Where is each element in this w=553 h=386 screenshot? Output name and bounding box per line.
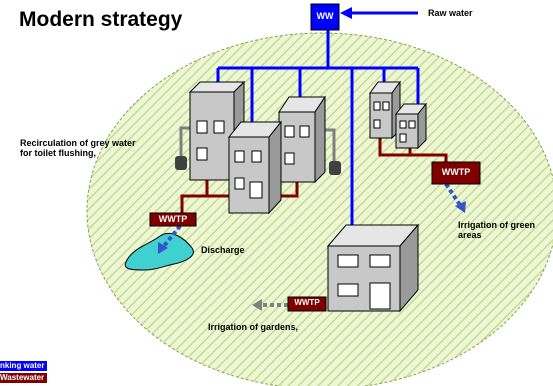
ww-box-label: WW — [316, 11, 334, 21]
recirculation-label-line1: Recirculation of grey water — [20, 138, 136, 148]
ww-box — [310, 3, 340, 31]
service-area — [86, 32, 553, 386]
raw-water-arrow — [340, 7, 418, 19]
grey-water-tank-left — [175, 156, 187, 170]
irrigation-gardens-label: Irrigation of gardens, — [208, 322, 299, 332]
grey-water-tank-right — [329, 161, 341, 175]
building-small-right-back — [369, 80, 401, 140]
raw-water-label: Raw water — [428, 8, 473, 18]
wwtp-right-box — [431, 161, 481, 185]
legend-drinking-water: nking water — [0, 361, 48, 371]
irrigation-green-label-line2: areas — [458, 230, 482, 240]
legend-wastewater: Wastewater — [0, 373, 48, 383]
building-large-bottom — [326, 223, 420, 313]
wwtp-bottom-box — [287, 296, 327, 312]
wwtp-bottom-label: WWTP — [294, 298, 320, 307]
recirculation-label-line2: for toilet flushing, — [20, 148, 96, 158]
irrigation-green-arrowhead — [455, 201, 466, 213]
page-title: Modern strategy — [19, 8, 183, 31]
building-right-middle — [278, 95, 326, 184]
irrigation-gardens-arrow — [252, 299, 288, 311]
irrigation-green-label-line1: Irrigation of green — [458, 220, 536, 230]
building-front-middle — [227, 120, 283, 215]
grey-water-pipes — [179, 126, 336, 162]
building-small-right-front — [394, 102, 428, 150]
discharge-arrowhead — [158, 242, 168, 254]
discharge-label: Discharge — [201, 245, 245, 255]
wwtp-left-box — [149, 212, 197, 227]
wwtp-right-label: WWTP — [441, 167, 471, 177]
wwtp-left-label: WWTP — [158, 214, 188, 224]
treated-water-arrows — [162, 182, 462, 248]
